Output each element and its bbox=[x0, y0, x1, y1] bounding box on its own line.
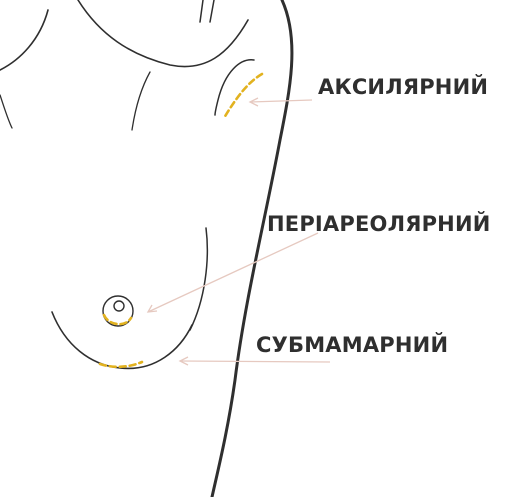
breast-upper-line bbox=[189, 227, 209, 331]
axillary-pointer bbox=[248, 97, 313, 107]
periareolar-incision bbox=[102, 313, 133, 326]
label-submammary: СУБМАМАРНИЙ bbox=[256, 332, 448, 357]
body-outline bbox=[0, 0, 294, 497]
areola bbox=[102, 295, 134, 327]
arm-inner-strap-right bbox=[209, 0, 215, 23]
upper-arm-contour bbox=[77, 0, 249, 68]
shoulder-contour bbox=[0, 9, 49, 71]
arm-inner-strap-left bbox=[199, 0, 204, 23]
label-axillary: АКСИЛЯРНИЙ bbox=[318, 74, 488, 99]
label-periareolar: ПЕРІАРЕОЛЯРНИЙ bbox=[267, 211, 491, 236]
shoulder-front-line bbox=[0, 94, 13, 129]
armpit-line bbox=[131, 71, 151, 131]
breast-contour bbox=[51, 311, 193, 370]
incision-marks bbox=[98, 72, 264, 369]
submammary-pointer bbox=[178, 356, 331, 366]
armpit-fold bbox=[214, 59, 255, 116]
arm-outer-line bbox=[210, 0, 294, 497]
areola-outer bbox=[102, 295, 134, 327]
submammary-incision bbox=[98, 360, 144, 369]
axillary-incision bbox=[222, 72, 264, 120]
nipple bbox=[113, 300, 125, 312]
pointer-lines bbox=[146, 97, 331, 366]
periareolar-pointer bbox=[146, 232, 319, 313]
